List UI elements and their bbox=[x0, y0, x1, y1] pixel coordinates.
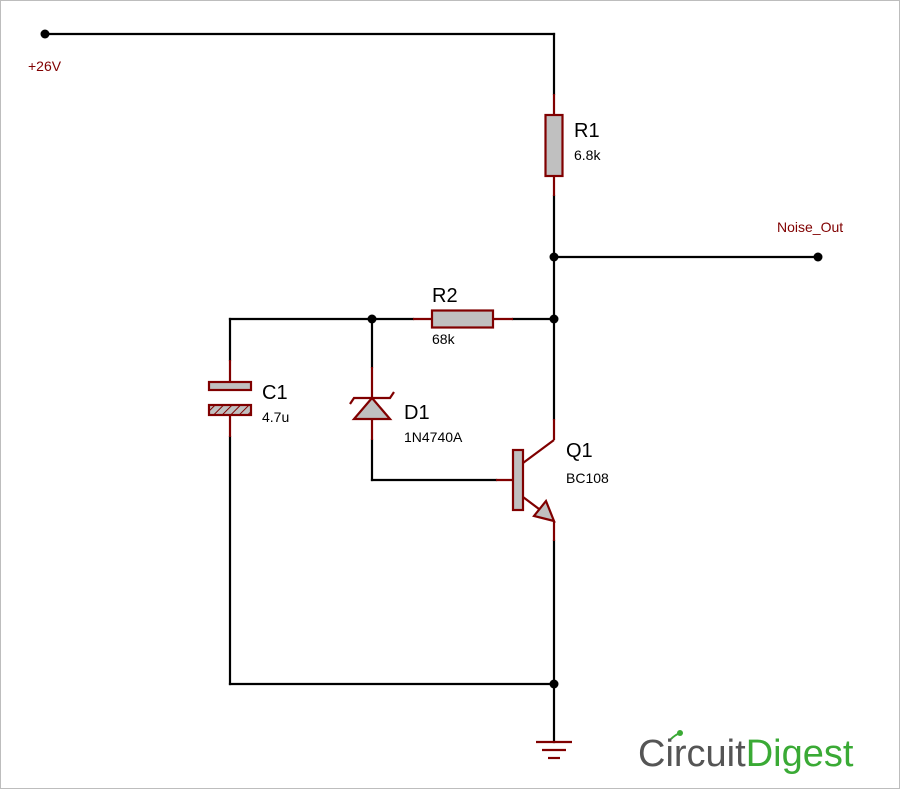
d1-ref-label: D1 bbox=[404, 402, 430, 424]
r1-value-label: 6.8k bbox=[574, 147, 601, 163]
d1-value-label: 1N4740A bbox=[404, 429, 463, 445]
resistor-r1-body bbox=[544, 113, 564, 178]
logo-wordmark: CircuitDigest bbox=[638, 733, 854, 775]
resistor-r2-body bbox=[430, 309, 495, 329]
output-terminal bbox=[813, 252, 823, 262]
r1-ref-label: R1 bbox=[574, 120, 600, 142]
circuitdigest-logo: CircuitDigest bbox=[638, 730, 854, 775]
junction-d1-r2 bbox=[367, 314, 377, 324]
capacitor-c1: C1 4.7u bbox=[207, 360, 289, 437]
q1-base-bar bbox=[511, 448, 525, 512]
resistor-r2: R2 68k bbox=[413, 285, 513, 347]
logo-text-digest: Digest bbox=[746, 733, 854, 775]
junction-output bbox=[549, 252, 559, 262]
wires bbox=[43, 32, 820, 744]
zener-d1-triangle bbox=[351, 396, 393, 421]
c1-value-label: 4.7u bbox=[262, 409, 289, 425]
resistor-r1: R1 6.8k bbox=[544, 94, 601, 196]
logo-text-circuit: Circuit bbox=[638, 733, 746, 775]
q1-value-label: BC108 bbox=[566, 470, 609, 486]
junction-ground bbox=[549, 679, 559, 689]
zener-d1-cathode-bar bbox=[349, 391, 395, 405]
q1-emitter-arrow bbox=[532, 498, 556, 523]
r2-value-label: 68k bbox=[432, 331, 456, 347]
output-net-label: Noise_Out bbox=[777, 219, 843, 235]
capacitor-c1-plate-negative bbox=[207, 403, 253, 417]
ground-symbol bbox=[536, 740, 572, 760]
r2-ref-label: R2 bbox=[432, 285, 458, 307]
junction-r2-collector bbox=[549, 314, 559, 324]
c1-ref-label: C1 bbox=[262, 382, 288, 404]
transistor-q1: Q1 BC108 bbox=[496, 419, 609, 541]
supply-net-label: +26V bbox=[28, 58, 62, 74]
q1-ref-label: Q1 bbox=[566, 440, 593, 462]
junctions bbox=[40, 29, 823, 689]
q1-collector-lead bbox=[522, 439, 555, 464]
zener-diode-d1: D1 1N4740A bbox=[349, 367, 463, 445]
capacitor-c1-plate-positive bbox=[207, 380, 253, 392]
supply-terminal bbox=[40, 29, 50, 39]
